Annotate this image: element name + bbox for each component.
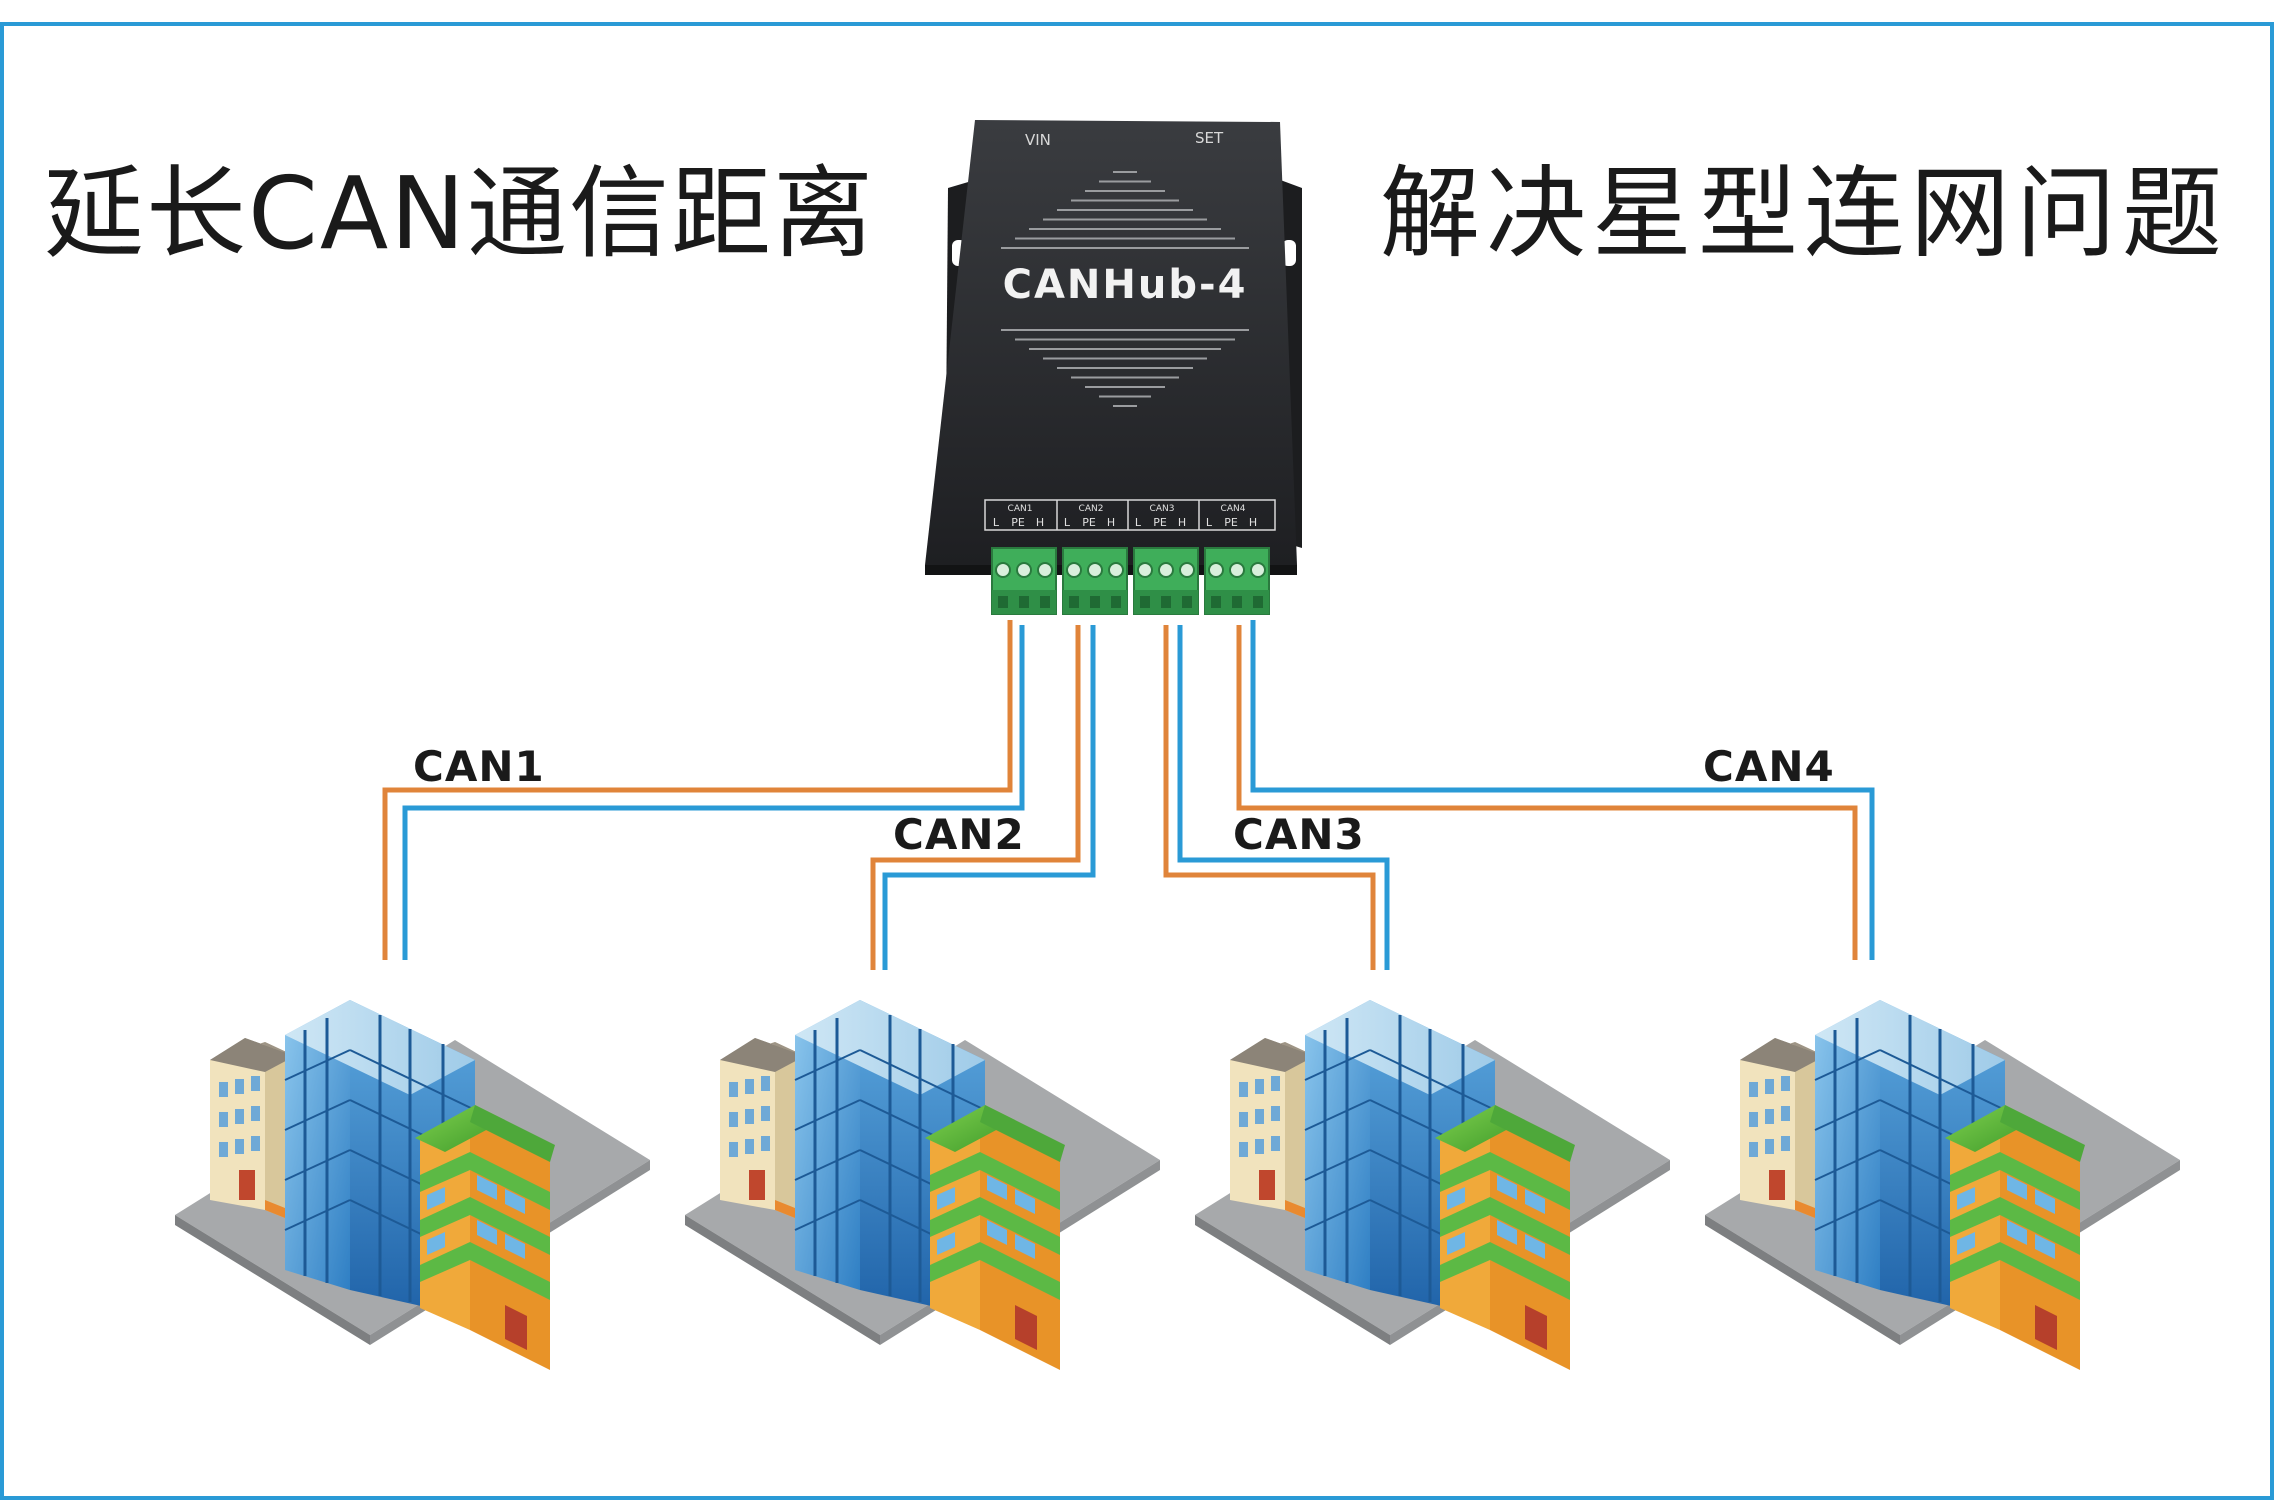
- port-pin-label: L: [1206, 516, 1213, 529]
- headline-left-part2: CAN: [248, 155, 468, 272]
- port-label-can2: CAN2: [1079, 504, 1104, 514]
- terminal-screw: [1158, 562, 1174, 578]
- port-pin-label: PE: [1153, 516, 1167, 529]
- terminal-screw: [1037, 562, 1053, 578]
- port-pin-label: H: [1107, 516, 1115, 529]
- headline-left: 延长CAN通信距离: [44, 132, 875, 277]
- link-label-can2: CAN2: [893, 810, 1025, 859]
- diagram-frame: [0, 22, 2274, 1500]
- headline-left-part3: 通信距离: [467, 155, 876, 272]
- terminal-block-can4: [1204, 547, 1270, 615]
- port-pin-label: PE: [1011, 516, 1025, 529]
- device-vin-label: VIN: [1025, 131, 1051, 149]
- port-pin-label: L: [1064, 516, 1071, 529]
- building-cluster-icon: [1703, 998, 2182, 1372]
- terminal-screw: [1137, 562, 1153, 578]
- headline-left-part1: 延长: [44, 155, 248, 272]
- port-label-can4: CAN4: [1221, 504, 1246, 514]
- port-pin-label: L: [993, 516, 1000, 529]
- terminal-screw: [1016, 562, 1032, 578]
- building-cluster-icon: [1193, 998, 1672, 1372]
- link-label-can4: CAN4: [1703, 742, 1835, 791]
- building-cluster-icon: [683, 998, 1162, 1372]
- terminal-block-can3: [1133, 547, 1199, 615]
- port-pin-label: PE: [1224, 516, 1238, 529]
- terminal-screw: [1087, 562, 1103, 578]
- port-pin-label: H: [1036, 516, 1044, 529]
- terminal-screw: [1208, 562, 1224, 578]
- building-cluster-icon: [173, 998, 652, 1372]
- device-name: CANHub-4: [1003, 262, 1248, 308]
- terminal-screw: [995, 562, 1011, 578]
- port-label-can1: CAN1: [1008, 504, 1033, 514]
- port-pin-label: H: [1249, 516, 1257, 529]
- terminal-block-can1: [991, 547, 1057, 615]
- terminal-screw: [1250, 562, 1266, 578]
- port-label-can3: CAN3: [1150, 504, 1175, 514]
- wire-can4: [1236, 620, 1875, 960]
- port-pin-label: PE: [1082, 516, 1096, 529]
- port-pin-label: H: [1178, 516, 1186, 529]
- terminal-screw: [1229, 562, 1245, 578]
- link-label-can3: CAN3: [1233, 810, 1365, 859]
- wire-can2: [870, 625, 1096, 970]
- terminal-screw: [1108, 562, 1124, 578]
- port-pin-label: L: [1135, 516, 1142, 529]
- wire-can1: [382, 620, 1025, 960]
- terminal-screw: [1066, 562, 1082, 578]
- headline-right: 解决星型连网问题: [1380, 155, 2228, 272]
- device-set-label: SET: [1195, 129, 1224, 147]
- terminal-screw: [1179, 562, 1195, 578]
- link-label-can1: CAN1: [413, 742, 545, 791]
- port-label-strip: [984, 499, 1276, 531]
- terminal-block-can2: [1062, 547, 1128, 615]
- wire-can3: [1163, 625, 1390, 970]
